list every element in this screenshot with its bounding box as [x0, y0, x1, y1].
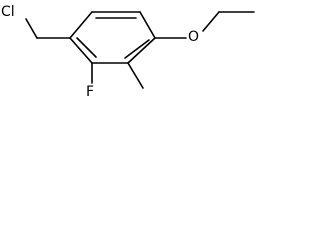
ring-double-bond-inner [76, 37, 97, 58]
ring-bond [127, 37, 156, 64]
ring-bond [69, 11, 93, 39]
ch2-cl-bond [25, 18, 38, 39]
ring-bond [139, 11, 156, 39]
ring-double-bond-inner [124, 39, 150, 59]
chlorine-atom-label: Cl [1, 4, 15, 20]
oxygen-atom-label: O [188, 29, 199, 45]
o-ch2-bond [202, 11, 220, 32]
chemical-structure: Cl F O [1, 4, 255, 100]
fluorine-atom-label: F [86, 84, 94, 100]
methyl-bond [127, 62, 144, 89]
ring-bond [69, 37, 93, 64]
